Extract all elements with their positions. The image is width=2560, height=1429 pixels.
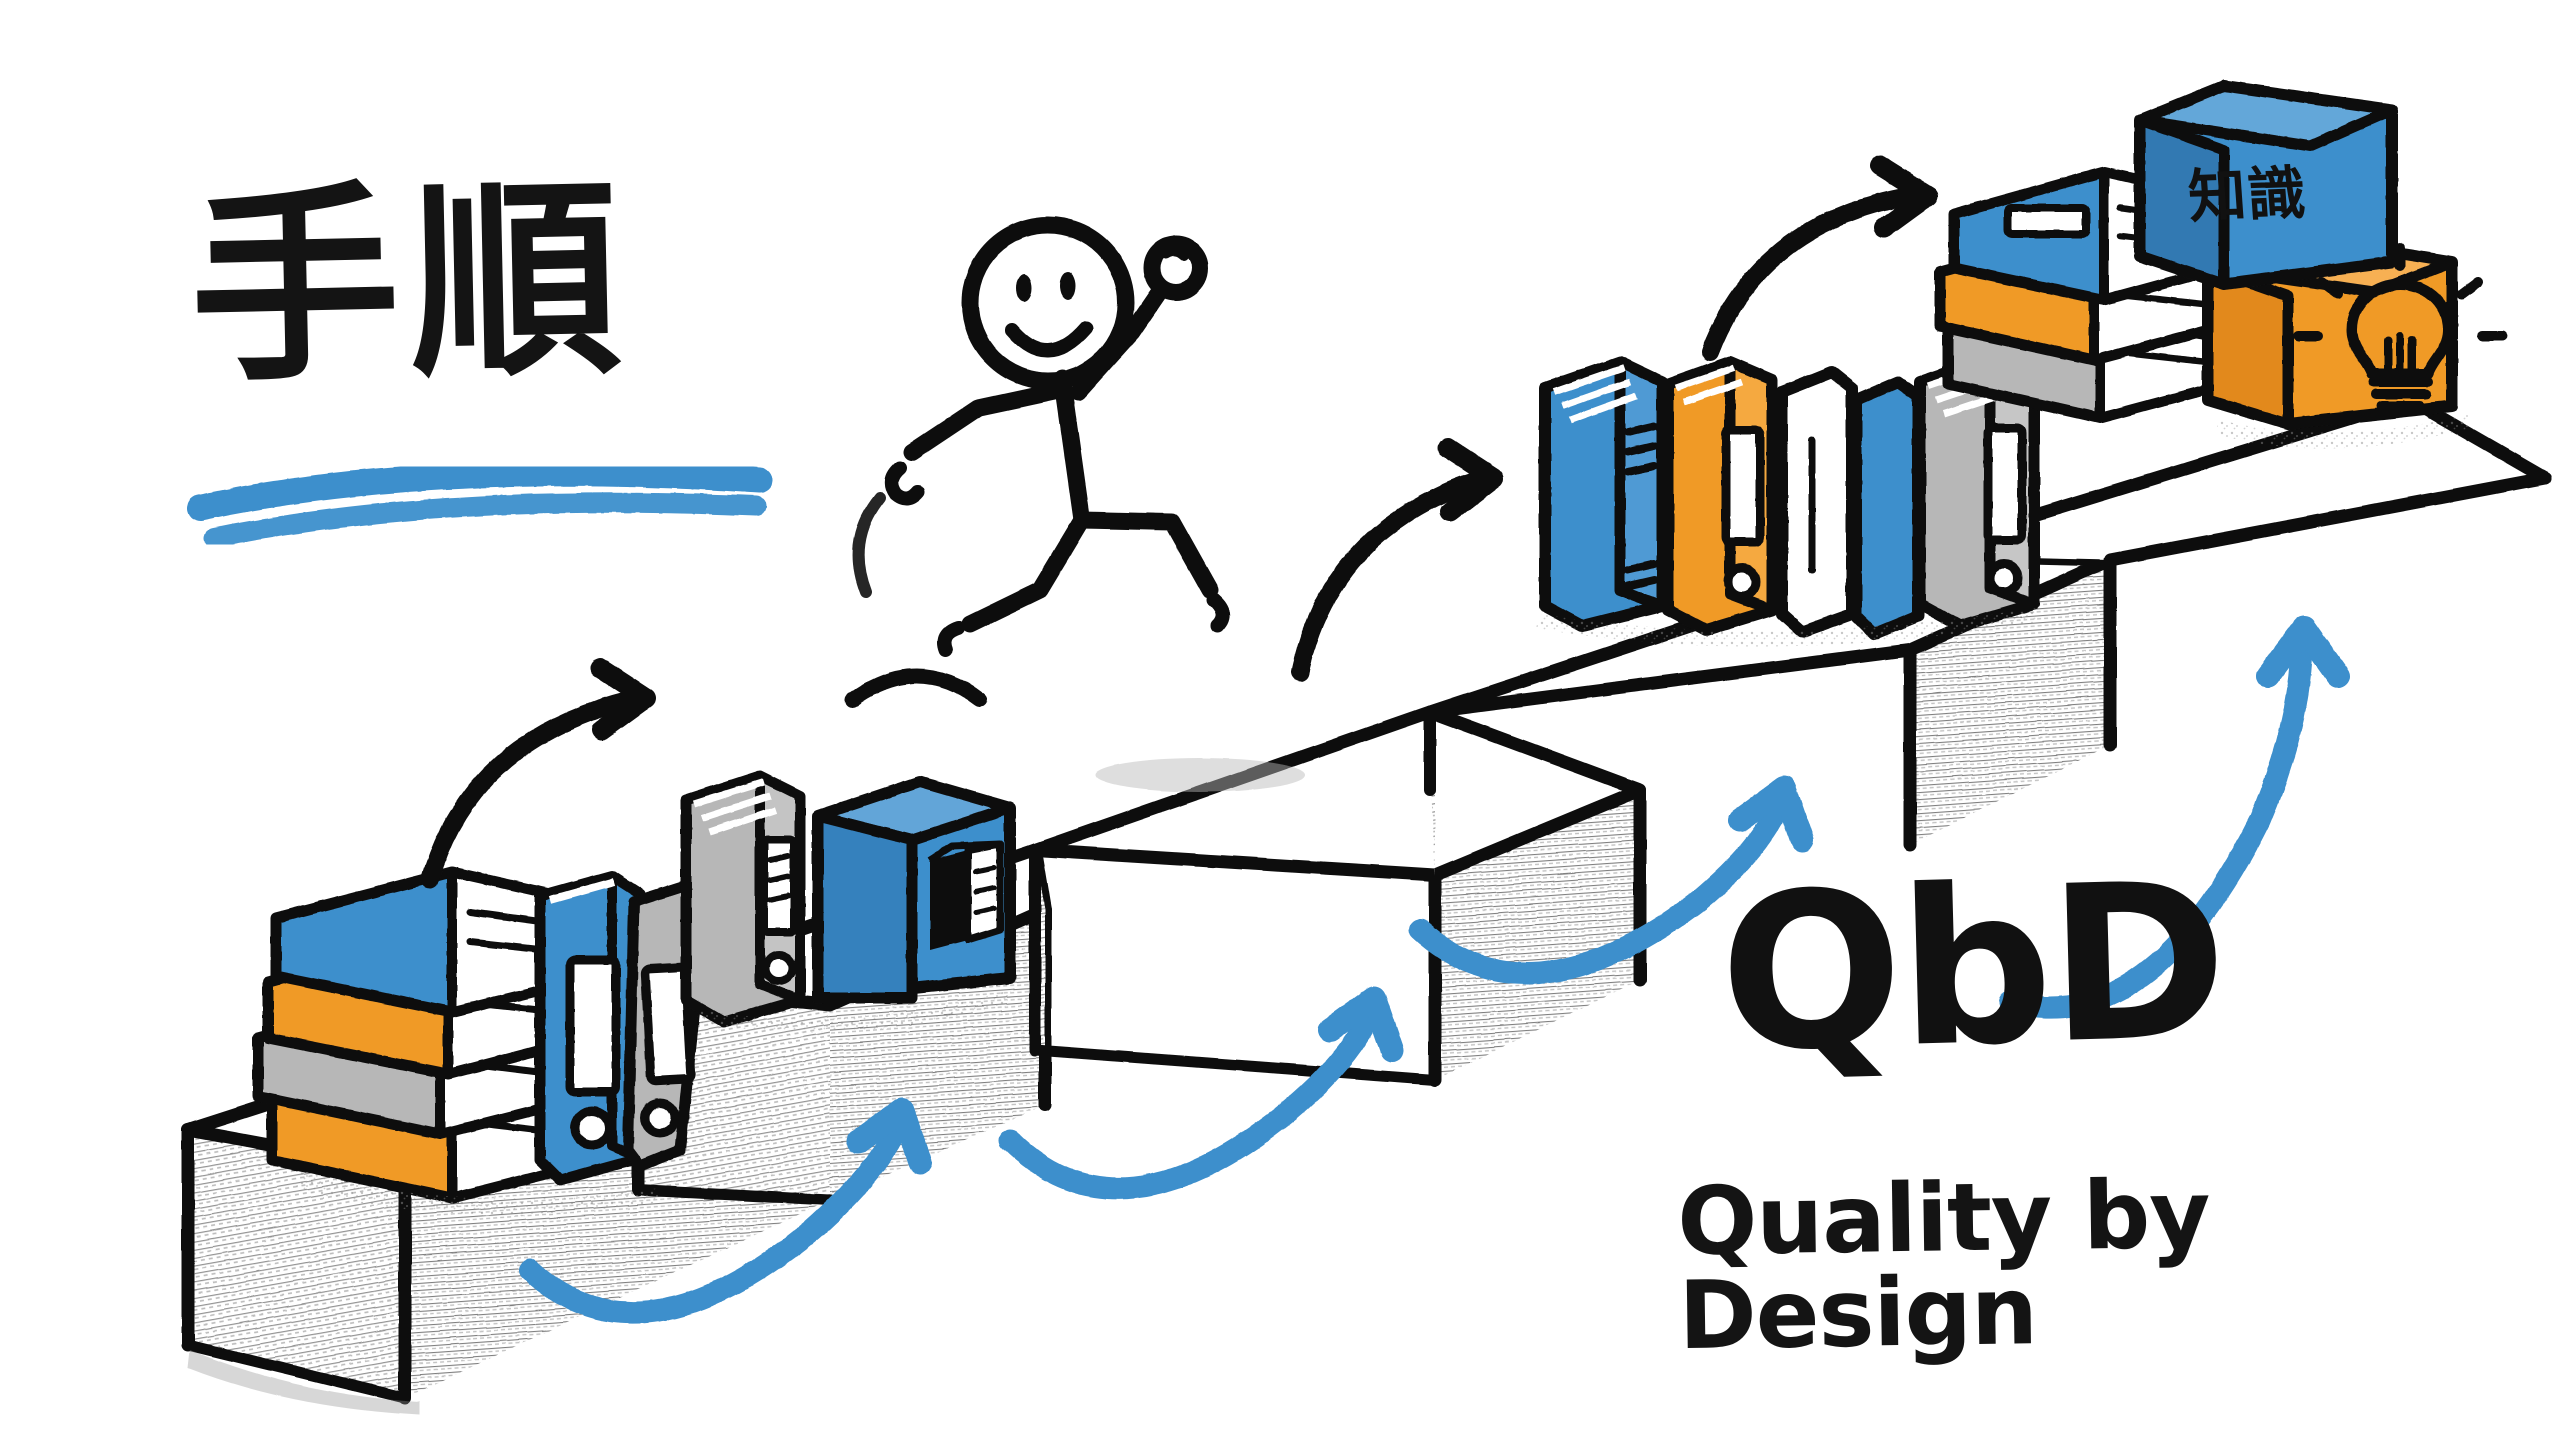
binder-gray-step2 (680, 770, 806, 1028)
blue-arrow-2 (999, 986, 1404, 1200)
book-icon (928, 840, 1004, 950)
black-arrow-2 (1291, 438, 1504, 681)
blue-cube-book-icon (812, 776, 1016, 1004)
binder-blue-low (534, 870, 646, 1186)
binder-blue-slim-row (1850, 376, 1924, 640)
black-arrow-3 (1701, 156, 1938, 361)
blue-brush-underline (187, 460, 773, 548)
blue-arrow-3 (1409, 776, 1814, 985)
black-arrow-1 (421, 658, 656, 889)
step-3 (1028, 705, 1647, 1087)
binder-blue-row (1539, 356, 1668, 632)
binder-row (1539, 352, 2040, 640)
binder-white-row (1776, 366, 1858, 638)
blue-arrows (519, 616, 2350, 1324)
stick-figure (852, 216, 1231, 657)
blue-cube-knowledge (2134, 80, 2398, 290)
black-arc-small (844, 668, 988, 708)
lightbulb-icon (2293, 243, 2507, 411)
binder-orange-row (1662, 356, 1778, 636)
black-arrows (421, 156, 1938, 889)
blue-arrow-1 (519, 1098, 932, 1324)
blue-arrow-4 (1999, 616, 2350, 1019)
